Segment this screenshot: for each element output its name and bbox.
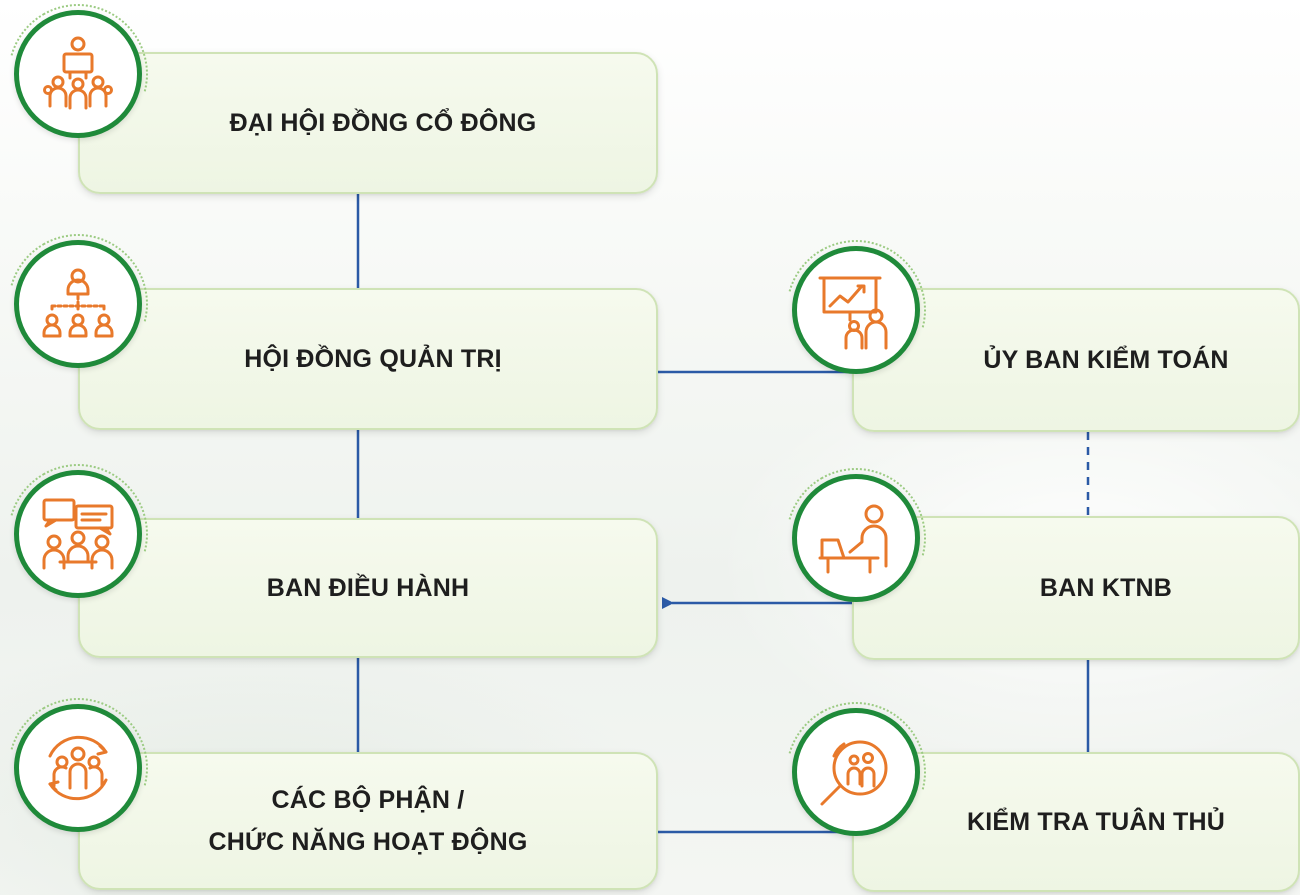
badge-shareholders — [14, 10, 142, 138]
team-discussion-icon — [42, 498, 114, 570]
badge-audit-committee — [792, 246, 920, 374]
node-audit-committee: ỦY BAN KIỂM TOÁN — [852, 288, 1300, 432]
badge-executive — [14, 470, 142, 598]
node-audit-committee-label: ỦY BAN KIỂM TOÁN — [983, 346, 1229, 374]
meeting-presenter-icon — [43, 36, 113, 110]
node-internal-audit-label: BAN KTNB — [1039, 574, 1173, 602]
node-executive-label: BAN ĐIỀU HÀNH — [266, 574, 470, 602]
org-hierarchy-icon — [42, 268, 114, 338]
node-departments: CÁC BỘ PHẬN / CHỨC NĂNG HOẠT ĐỘNG — [78, 752, 658, 890]
node-shareholders-label: ĐẠI HỘI ĐỒNG CỔ ĐÔNG — [229, 109, 537, 137]
node-internal-audit: BAN KTNB — [852, 516, 1300, 660]
node-compliance-label: KIỂM TRA TUÂN THỦ — [966, 808, 1225, 836]
node-departments-line1: CÁC BỘ PHẬN / — [271, 786, 465, 814]
badge-board — [14, 240, 142, 368]
node-departments-line2: CHỨC NĂNG HOẠT ĐỘNG — [208, 828, 528, 856]
node-board: HỘI ĐỒNG QUẢN TRỊ — [78, 288, 658, 430]
node-compliance: KIỂM TRA TUÂN THỦ — [852, 752, 1300, 892]
presentation-chart-icon — [818, 276, 888, 350]
badge-compliance — [792, 708, 920, 836]
magnifier-people-icon — [820, 740, 888, 806]
node-board-label: HỘI ĐỒNG QUẢN TRỊ — [244, 345, 502, 373]
node-shareholders: ĐẠI HỘI ĐỒNG CỔ ĐÔNG — [78, 52, 658, 194]
badge-internal-audit — [792, 474, 920, 602]
team-cycle-icon — [48, 735, 108, 801]
node-departments-label: CÁC BỘ PHẬN / CHỨC NĂNG HOẠT ĐỘNG — [209, 779, 528, 863]
node-executive: BAN ĐIỀU HÀNH — [78, 518, 658, 658]
desk-worker-icon — [818, 504, 888, 574]
badge-departments — [14, 704, 142, 832]
